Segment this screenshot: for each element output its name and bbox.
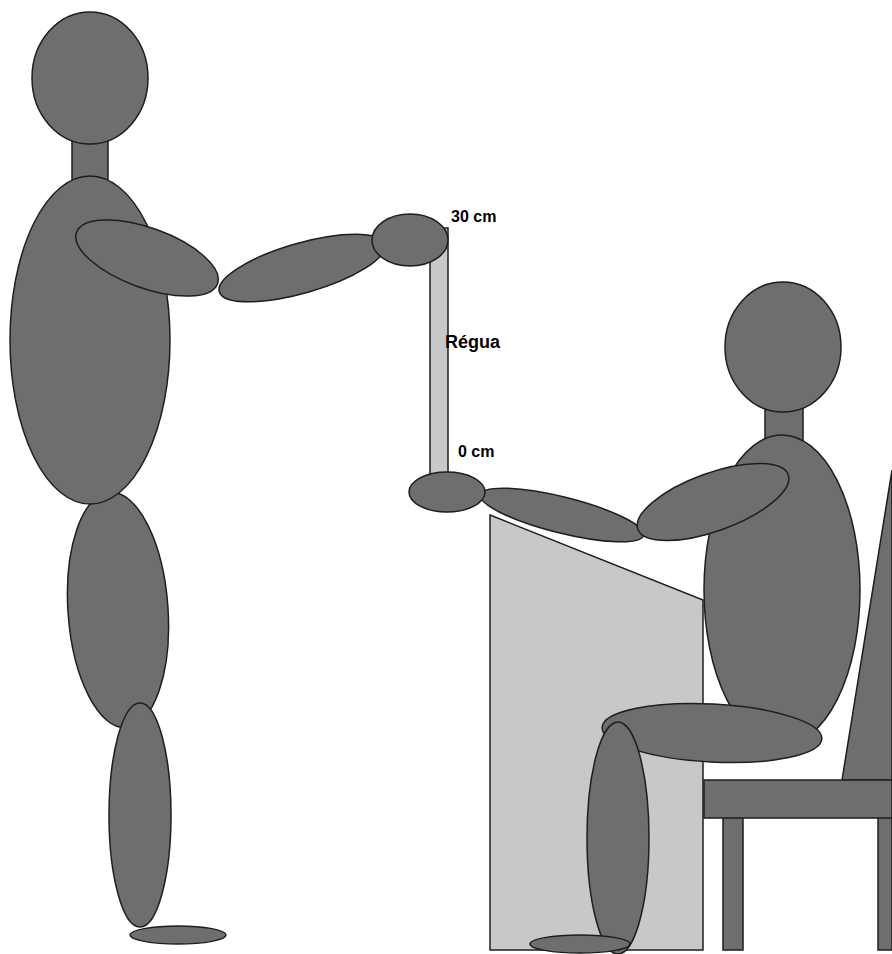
foot — [530, 935, 630, 953]
upper-arm — [628, 447, 798, 556]
forearm — [212, 220, 391, 315]
chair-leg — [878, 816, 892, 950]
forearm — [476, 477, 648, 553]
upper-arm — [66, 204, 227, 312]
ruler-label: Régua — [445, 333, 500, 353]
chair-seat — [704, 780, 892, 818]
shin — [109, 703, 171, 927]
head — [725, 282, 841, 412]
chair-leg — [723, 816, 743, 950]
foot — [130, 926, 226, 944]
hand — [409, 472, 485, 512]
shin — [587, 722, 649, 954]
head — [32, 12, 148, 144]
hand — [372, 214, 448, 266]
thigh — [60, 489, 176, 731]
scale-mark: 30 cm — [451, 208, 496, 226]
scale-mark: 0 cm — [458, 443, 494, 461]
